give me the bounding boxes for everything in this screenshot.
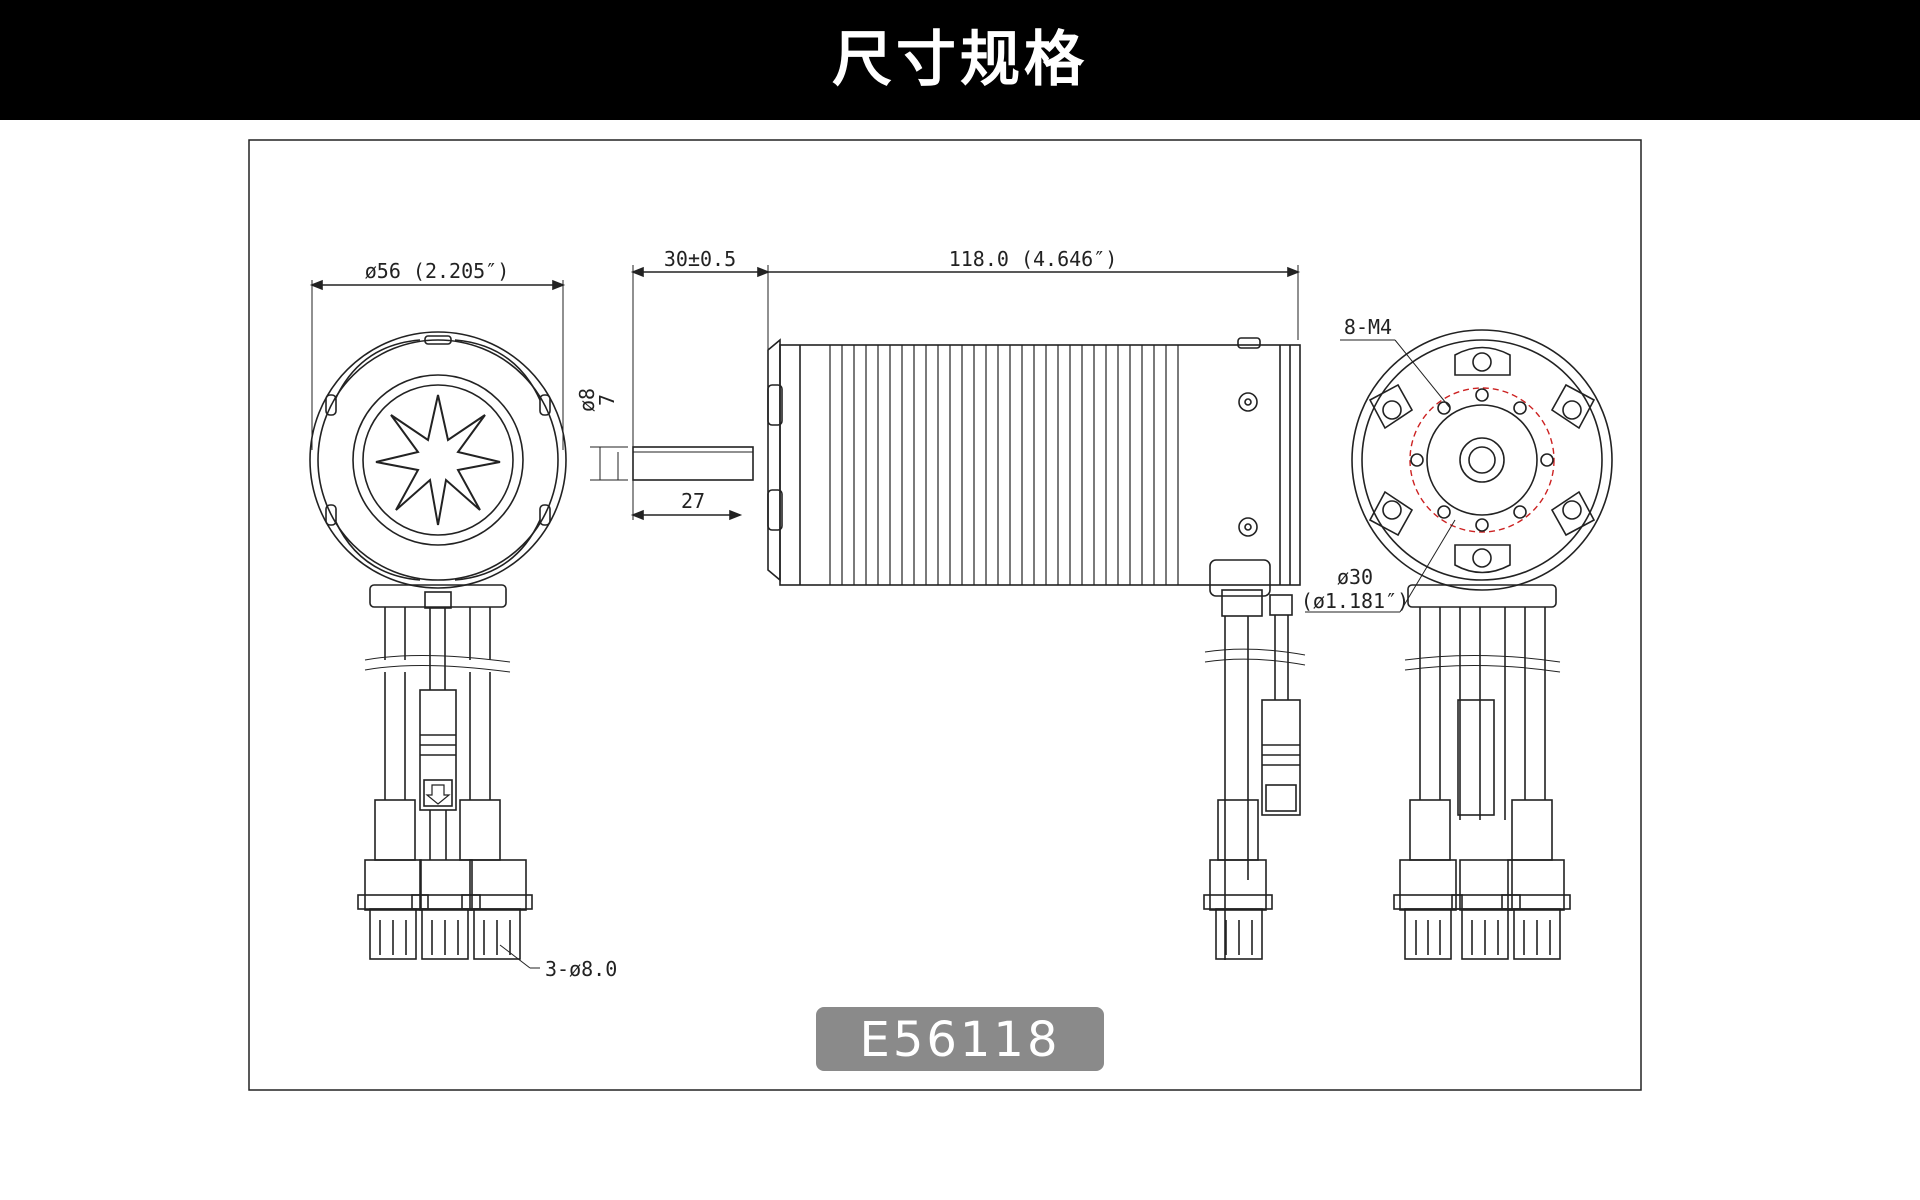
front-view — [309, 279, 567, 969]
dim-shaft-flat: 7 — [595, 394, 619, 406]
dim-connectors: 3-ø8.0 — [545, 957, 617, 981]
dim-shaft-27: 27 — [681, 489, 705, 513]
dim-front-diameter: ø56 (2.205″) — [365, 259, 510, 283]
dim-mount-holes: 8-M4 — [1344, 315, 1392, 339]
model-badge — [816, 1007, 1104, 1071]
dim-bolt-circle-in: (ø1.181″) — [1301, 589, 1409, 613]
dim-shaft-length: 30±0.5 — [664, 247, 736, 271]
header-bar: 尺寸规格 — [0, 0, 1920, 120]
rear-view — [1305, 329, 1613, 960]
model-name: E56118 — [859, 1012, 1060, 1068]
page-title: 尺寸规格 — [832, 25, 1088, 95]
side-view — [590, 265, 1306, 960]
dim-bolt-circle: ø30 — [1337, 565, 1373, 589]
dim-body-length: 118.0 (4.646″) — [949, 247, 1118, 271]
drawing-frame — [248, 139, 1642, 1091]
dim-shaft-diameter: ø8 — [575, 388, 599, 412]
